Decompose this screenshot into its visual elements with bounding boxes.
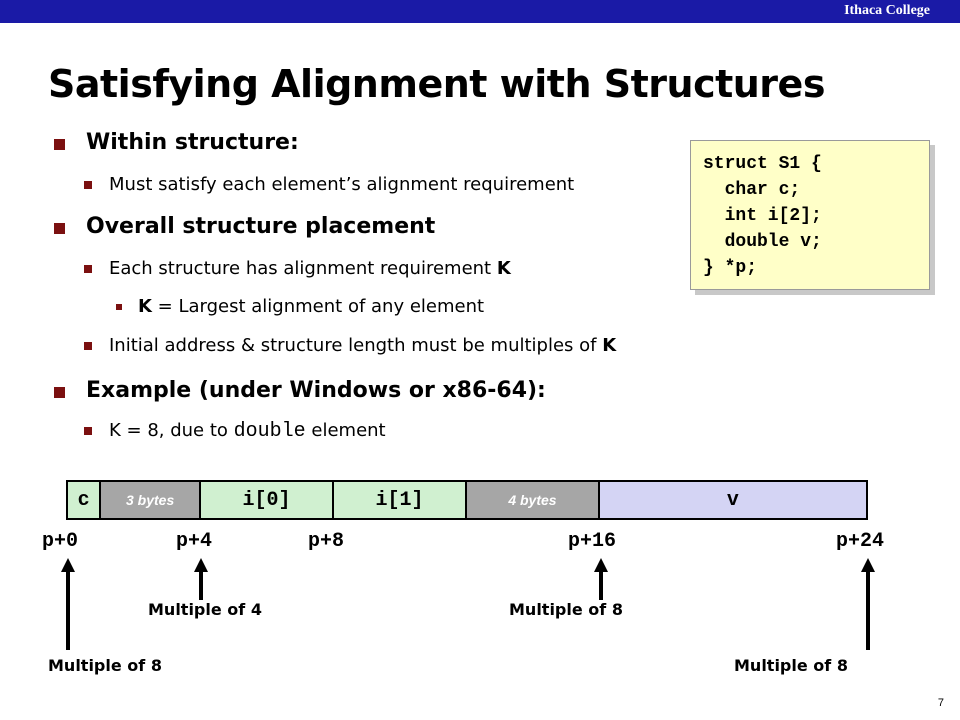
slide-title: Satisfying Alignment with Structures bbox=[48, 62, 825, 106]
field-segment: i[0] bbox=[200, 482, 334, 518]
bullet-square-icon bbox=[54, 223, 65, 234]
note-p16-multiple-of-8: Multiple of 8 bbox=[509, 600, 623, 619]
padding-segment: 3 bytes bbox=[101, 482, 201, 518]
arrow-up-icon bbox=[194, 558, 208, 600]
bullet-square-icon bbox=[54, 387, 65, 398]
note-p24-multiple-of-8: Multiple of 8 bbox=[734, 656, 848, 675]
bullet-square-icon bbox=[84, 342, 92, 350]
struct-code-box: struct S1 { char c; int i[2]; double v; … bbox=[690, 140, 935, 298]
offset-p0: p+0 bbox=[42, 530, 79, 553]
arrow-up-icon bbox=[61, 558, 75, 650]
field-segment: i[1] bbox=[333, 482, 467, 518]
offset-p8: p+8 bbox=[308, 530, 345, 553]
segment-label: i[0] bbox=[242, 488, 291, 512]
field-segment: v bbox=[599, 482, 866, 518]
bullet-square-icon bbox=[84, 181, 92, 189]
bullet-square-icon bbox=[84, 427, 92, 435]
segment-label: 3 bytes bbox=[125, 492, 175, 508]
memory-layout-bar: c 3 bytes i[0] i[1] 4 bytes v bbox=[66, 480, 868, 520]
bullet-square-icon bbox=[116, 304, 122, 310]
segment-label: i[1] bbox=[375, 488, 424, 512]
segment-label: c bbox=[77, 488, 90, 512]
struct-code: struct S1 { char c; int i[2]; double v; … bbox=[703, 154, 822, 278]
offset-p16: p+16 bbox=[568, 530, 617, 553]
segment-label: v bbox=[726, 488, 739, 512]
page-number: 7 bbox=[937, 697, 944, 709]
padding-segment: 4 bytes bbox=[466, 482, 600, 518]
arrow-up-icon bbox=[594, 558, 608, 600]
segment-label: 4 bytes bbox=[508, 492, 557, 508]
top-bar: Ithaca College bbox=[0, 0, 960, 23]
arrow-up-icon bbox=[861, 558, 875, 650]
offset-p24: p+24 bbox=[836, 530, 885, 553]
bullet-square-icon bbox=[54, 139, 65, 150]
organization-name: Ithaca College bbox=[844, 3, 930, 18]
note-p0-multiple-of-8: Multiple of 8 bbox=[48, 656, 162, 675]
bullet-square-icon bbox=[84, 265, 92, 273]
field-segment: c bbox=[68, 482, 102, 518]
offset-p4: p+4 bbox=[176, 530, 213, 553]
note-multiple-of-4: Multiple of 4 bbox=[148, 600, 262, 619]
